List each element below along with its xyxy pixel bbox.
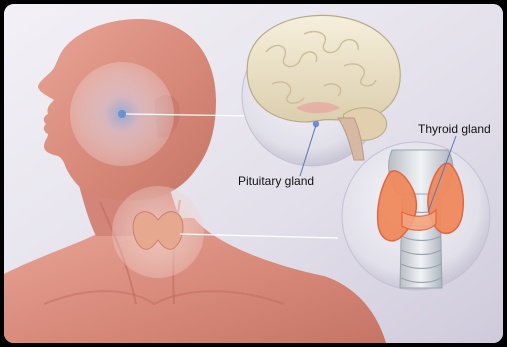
thyroid-gland-label: Thyroid gland <box>418 122 491 136</box>
pituitary-gland-label: Pituitary gland <box>238 174 314 188</box>
illustration-frame: Pituitary gland Thyroid gland <box>4 4 503 343</box>
pituitary-dot <box>118 110 126 118</box>
